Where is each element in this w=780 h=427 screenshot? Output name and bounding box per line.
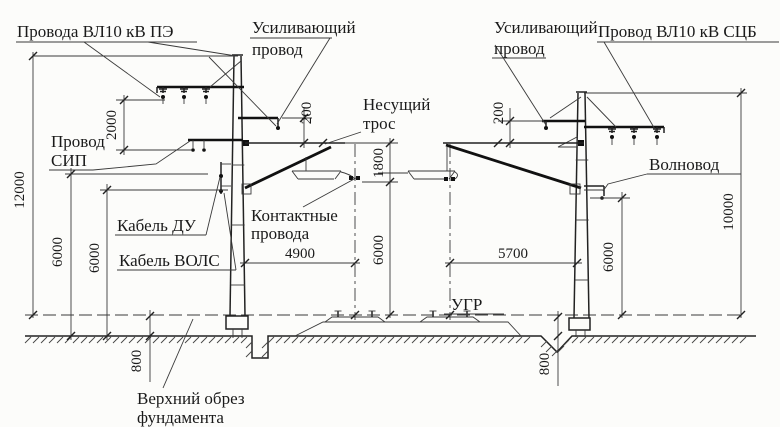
sip-bracket (188, 138, 243, 152)
label-sip-wire-1: Провод (51, 132, 105, 151)
label-foundation-top-1: Верхний обрез (137, 389, 245, 408)
dim-tros-to-contact: 1800 (371, 148, 387, 178)
dim-contact-height: 6000 (371, 235, 387, 265)
label-vl10-pe-wires: Провода ВЛ10 кВ ПЭ (17, 22, 173, 41)
cable-bracket (219, 162, 231, 194)
dim-reinforcing-offset-right: 200 (491, 102, 507, 125)
dim-waveguide-height: 6000 (601, 242, 617, 272)
label-carrying-cable-1: Несущий (363, 95, 430, 114)
dim-axis-to-pole-right: 5700 (498, 246, 528, 262)
label-leaders (16, 37, 779, 389)
dim-foundation-right: 800 (537, 353, 553, 376)
dim-pole-to-axis-left: 4900 (285, 246, 315, 262)
dimension-values: 12000 2000 200 6000 6000 800 4900 1800 6… (12, 102, 737, 376)
dim-reinforcing-offset-left: 200 (299, 102, 315, 125)
dim-foundation-left: 800 (129, 350, 145, 373)
label-contact-wires-2: провода (251, 224, 310, 243)
insulator-icon (202, 87, 210, 104)
contact-wire-mark (356, 176, 360, 180)
insulator-icon (159, 87, 167, 104)
left-cantilever (241, 140, 398, 195)
right-reinforcing-bracket (542, 96, 585, 148)
left-crossarm-vl10-pe (156, 60, 244, 104)
contact-wire-mark (451, 177, 455, 181)
label-vl10-scb-wire: Провод ВЛ10 кВ СЦБ (598, 22, 757, 41)
label-ugr: УГР (451, 295, 482, 314)
left-reinforcing-bracket (208, 56, 280, 130)
dim-pe-to-sip: 2000 (104, 110, 120, 140)
label-reinforcing-wire-left-2: провод (252, 40, 303, 59)
label-reinforcing-wire-right-1: Усиливающий (494, 18, 598, 37)
label-waveguide: Волновод (649, 155, 720, 174)
insulator-icon (180, 87, 188, 104)
insulator-icon (608, 127, 616, 145)
labels: Провода ВЛ10 кВ ПЭ Усиливающий провод Не… (17, 18, 757, 427)
dimension-ticks (28, 51, 746, 341)
dim-vols-height: 6000 (87, 243, 103, 273)
embankment (294, 321, 522, 337)
insulator-icon (653, 127, 661, 145)
dimension-lines (32, 52, 742, 386)
contact-wire-mark (349, 176, 353, 180)
ground-profile (24, 335, 756, 359)
right-crossarm-vl10-scb (584, 96, 665, 145)
label-reinforcing-wire-left-1: Усиливающий (252, 18, 356, 37)
label-contact-wires-1: Контактные (251, 206, 338, 225)
label-du-cable: Кабель ДУ (117, 216, 197, 235)
label-reinforcing-wire-right-2: провод (494, 39, 545, 58)
dim-left-pole-height: 12000 (12, 171, 28, 209)
left-pole (225, 54, 249, 338)
label-foundation-top-2: фундамента (137, 408, 224, 427)
label-vols-cable: Кабель ВОЛС (119, 251, 220, 270)
insulator-icon (630, 127, 638, 145)
right-cantilever (378, 140, 584, 195)
label-sip-wire-2: СИП (51, 151, 87, 170)
ground-hatch (24, 336, 747, 344)
dim-du-height: 6000 (50, 237, 66, 267)
dim-right-pole-height: 10000 (721, 193, 737, 231)
right-pole (568, 91, 591, 337)
contact-wire-mark (444, 177, 448, 181)
label-carrying-cable-2: трос (363, 114, 396, 133)
